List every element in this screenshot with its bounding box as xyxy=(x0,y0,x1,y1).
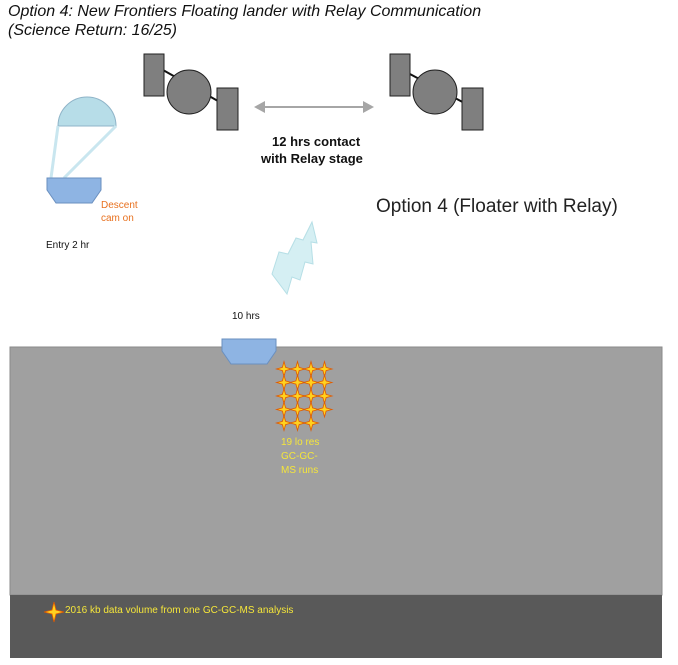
descent-lander xyxy=(46,177,102,204)
relay-contact-label-line2: with Relay stage xyxy=(261,151,363,166)
descent-cam-label-line1: Descent xyxy=(101,200,138,211)
descent-cam-label-line2: cam on xyxy=(101,213,134,224)
atmosphere-region xyxy=(9,346,663,596)
floating-lander xyxy=(221,338,277,365)
entry-duration-label: Entry 2 hr xyxy=(46,240,90,251)
legend-label: 2016 kb data volume from one GC-GC-MS an… xyxy=(65,605,294,616)
runs-label-line3: MS runs xyxy=(281,465,319,476)
parachute xyxy=(49,96,118,180)
run-star xyxy=(301,413,321,433)
run-star xyxy=(315,400,334,419)
runs-label-line2: GC-GC- xyxy=(281,451,318,462)
run-star xyxy=(274,413,294,433)
float-duration-label: 10 hrs xyxy=(232,311,260,322)
surface-band xyxy=(10,595,662,658)
run-star xyxy=(288,413,307,433)
option-label: Option 4 (Floater with Relay) xyxy=(376,196,618,217)
run-stars xyxy=(274,359,334,433)
signal-bolt xyxy=(271,220,318,296)
relay-spacecraft-right xyxy=(389,53,484,131)
runs-label-line1: 19 lo res xyxy=(281,437,320,448)
relay-contact-arrow xyxy=(254,101,374,113)
page-title: Option 4: New Frontiers Floating lander … xyxy=(8,3,482,20)
page-subtitle: (Science Return: 16/25) xyxy=(8,22,177,39)
relay-spacecraft-left xyxy=(143,53,239,131)
legend-star-icon xyxy=(43,601,65,623)
relay-contact-label-line1: 12 hrs contact xyxy=(272,134,361,149)
